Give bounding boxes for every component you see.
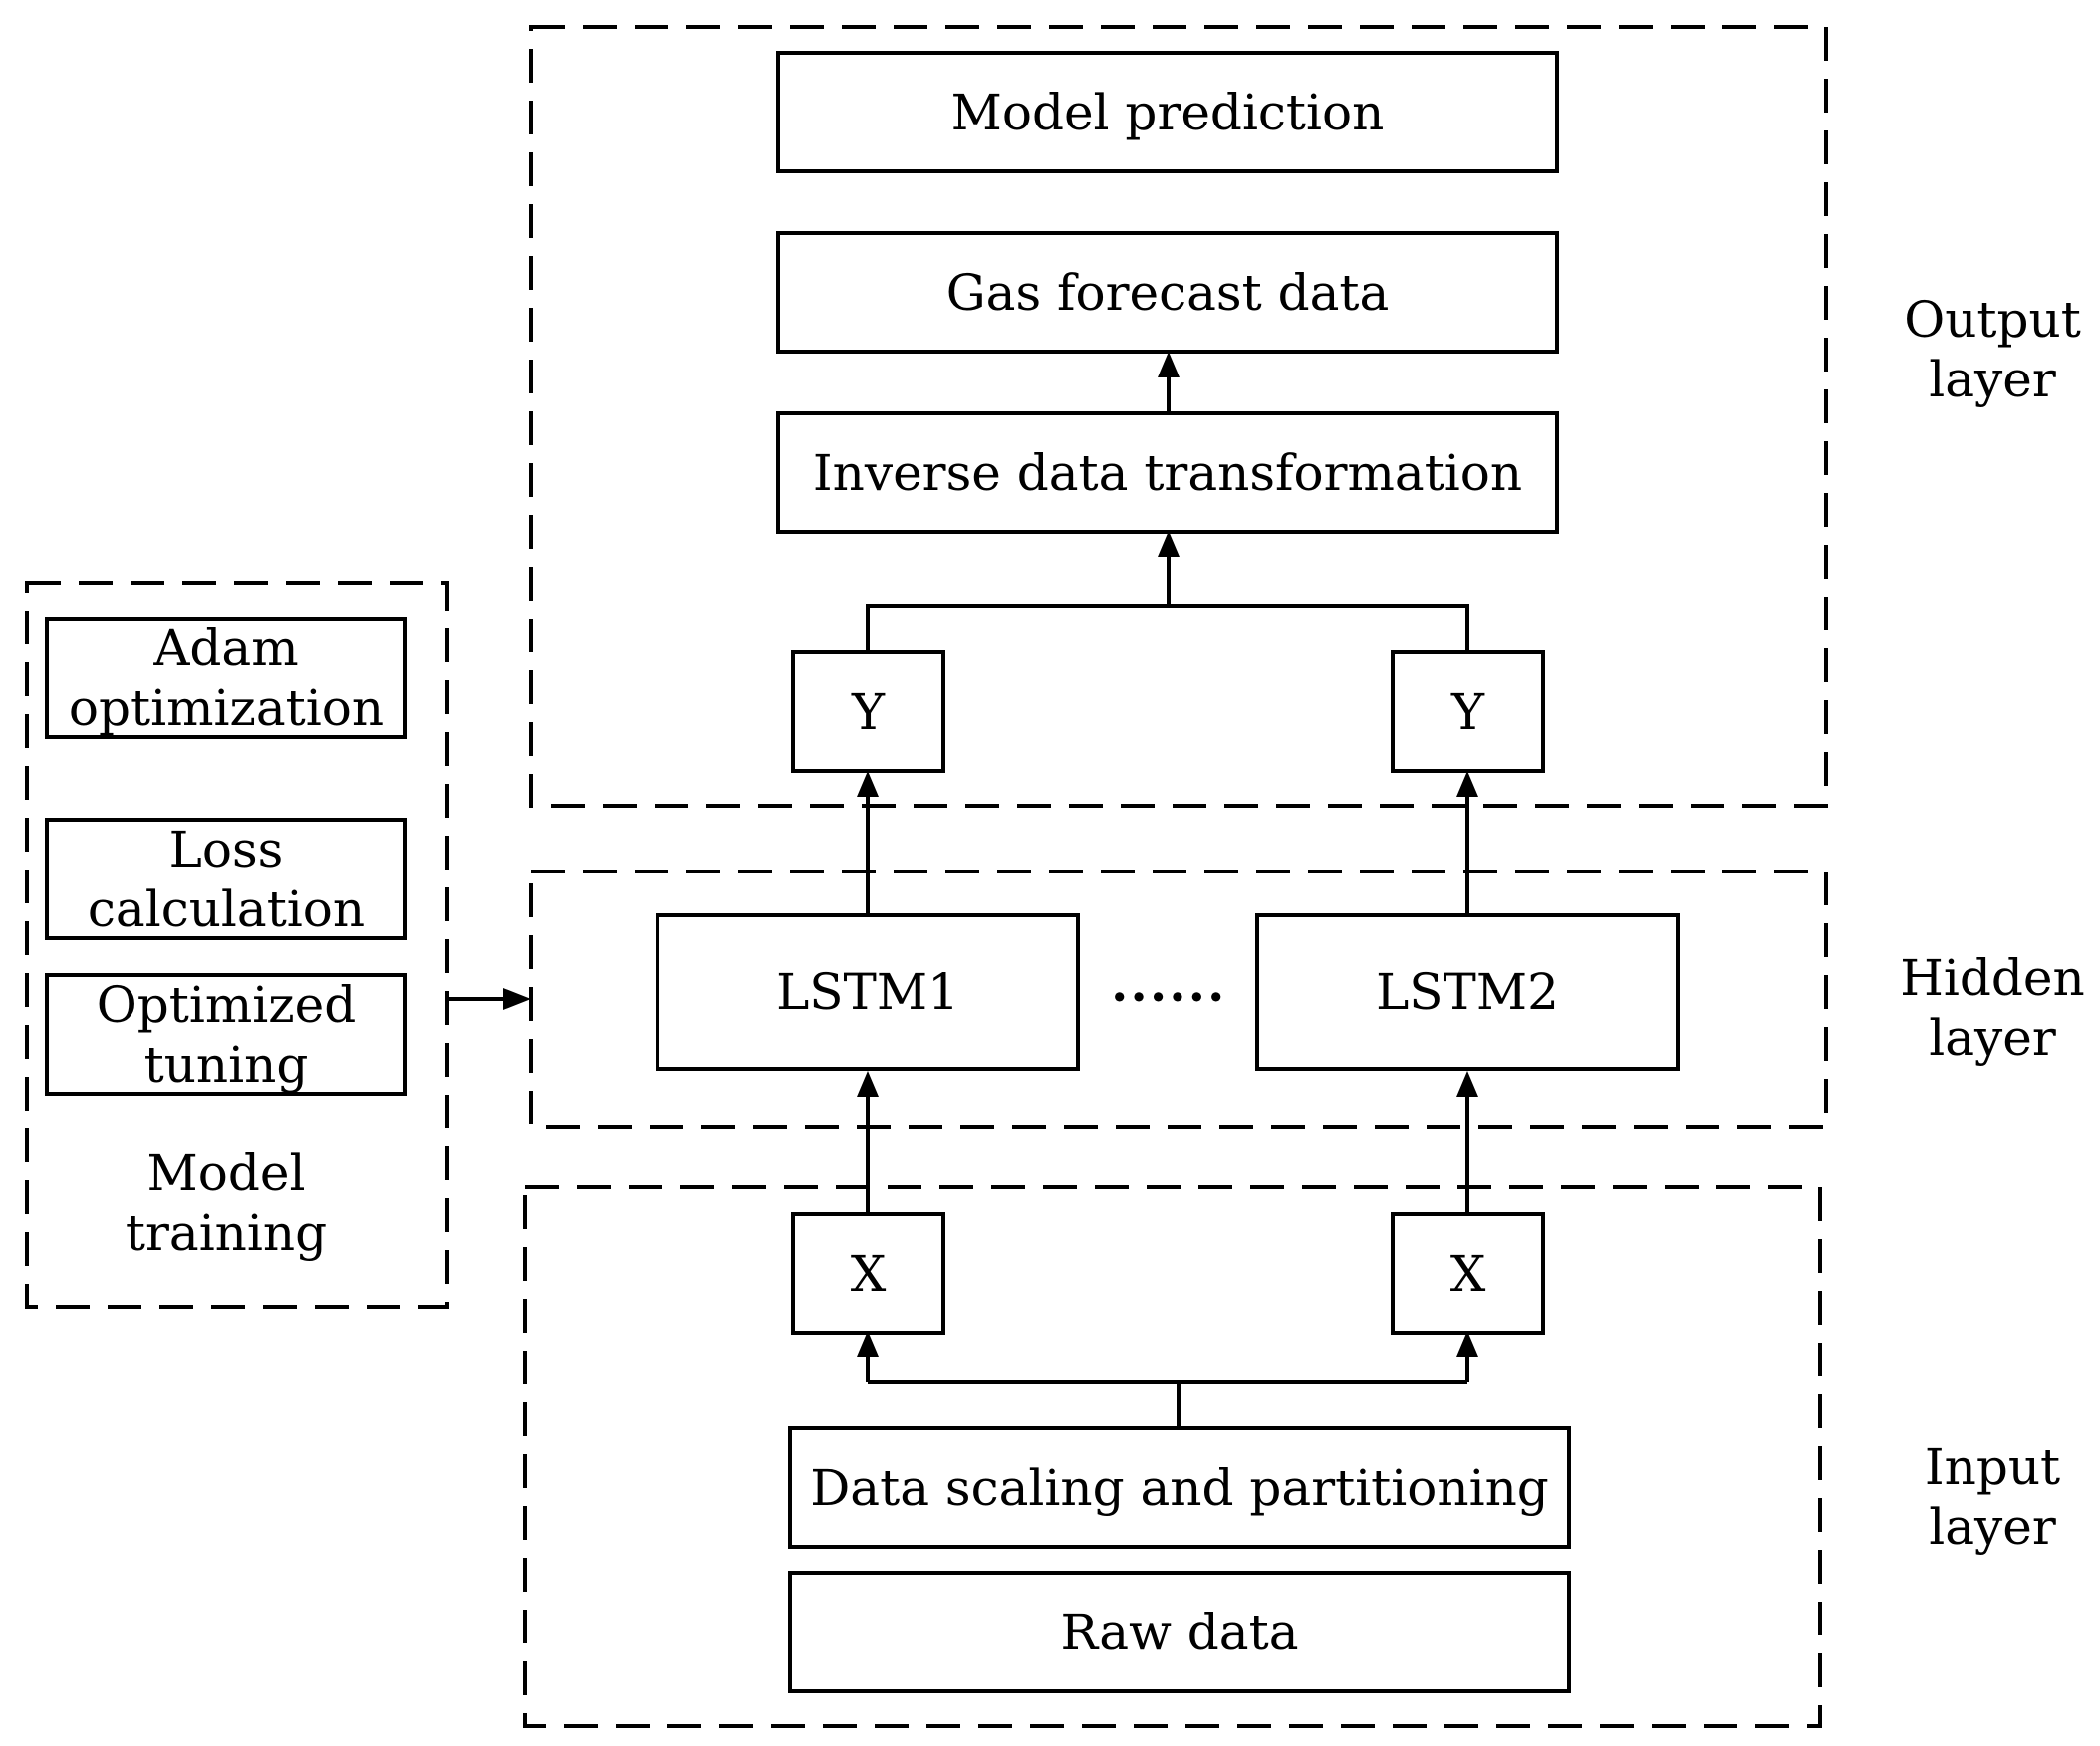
output-layer-region (529, 25, 1828, 808)
tuning-line1: Optimized (96, 975, 357, 1034)
model-prediction-box: Model prediction (776, 51, 1559, 173)
loss-calculation-box: Loss calculation (45, 818, 407, 940)
inverse-transformation-box: Inverse data transformation (776, 411, 1559, 534)
adam-optimization-box: Adam optimization (45, 617, 407, 739)
loss-line1: Loss (168, 820, 284, 878)
model-training-label: Model training (45, 1143, 407, 1263)
gas-forecast-label: Gas forecast data (945, 263, 1390, 322)
lstm1-box: LSTM1 (656, 913, 1080, 1071)
input-layer-line2: layer (1929, 1498, 2056, 1556)
x-right-label: X (1449, 1244, 1486, 1303)
adam-line1: Adam (153, 619, 299, 677)
y-right-arrowhead (1456, 771, 1478, 797)
model-training-line2: training (125, 1204, 328, 1262)
raw-data-box: Raw data (788, 1571, 1571, 1693)
lstm2-arrowhead (1456, 1071, 1478, 1097)
lstm1-label: LSTM1 (776, 963, 959, 1021)
data-scaling-box: Data scaling and partitioning (788, 1426, 1571, 1549)
x-right-arrowhead (1456, 1331, 1478, 1357)
y-merge-line (866, 604, 1469, 650)
lstm2-box: LSTM2 (1255, 913, 1680, 1071)
gas-forecast-box: Gas forecast data (776, 231, 1559, 354)
output-layer-label: Output layer (1893, 290, 2092, 409)
loss-line2: calculation (87, 879, 366, 938)
output-layer-line2: layer (1929, 351, 2056, 408)
x-left-arrowhead (857, 1331, 879, 1357)
hidden-layer-line1: Hidden (1900, 949, 2085, 1007)
hidden-layer-label: Hidden layer (1893, 948, 2092, 1068)
tuning-line2: tuning (143, 1035, 309, 1094)
model-training-line1: Model (146, 1144, 306, 1202)
output-layer-line1: Output (1904, 291, 2081, 349)
x-left-box: X (791, 1212, 945, 1335)
hidden-layer-region (529, 870, 1828, 1129)
data-scaling-label: Data scaling and partitioning (810, 1458, 1549, 1517)
y-left-label: Y (851, 682, 885, 741)
optimized-tuning-box: Optimized tuning (45, 973, 407, 1096)
hidden-layer-line2: layer (1929, 1009, 2056, 1067)
y-right-box: Y (1391, 650, 1545, 773)
lstm-ellipsis: ...... (1111, 954, 1227, 1013)
raw-data-label: Raw data (1060, 1603, 1299, 1661)
adam-line2: optimization (68, 678, 385, 737)
y-left-arrowhead (857, 771, 879, 797)
model-prediction-label: Model prediction (950, 83, 1385, 141)
lstm1-arrowhead (857, 1071, 879, 1097)
y-left-box: Y (791, 650, 945, 773)
input-layer-label: Input layer (1893, 1437, 2092, 1557)
gas-arrowhead (1158, 352, 1180, 377)
training-arrowhead (503, 988, 531, 1010)
model-training-region (25, 581, 449, 1309)
lstm2-label: LSTM2 (1376, 963, 1559, 1021)
input-layer-region (523, 1185, 1822, 1728)
inverse-transformation-label: Inverse data transformation (812, 443, 1523, 502)
inverse-arrowhead (1158, 531, 1180, 557)
x-left-label: X (850, 1244, 887, 1303)
y-right-label: Y (1450, 682, 1484, 741)
x-right-box: X (1391, 1212, 1545, 1335)
input-layer-line1: Input (1924, 1438, 2061, 1496)
